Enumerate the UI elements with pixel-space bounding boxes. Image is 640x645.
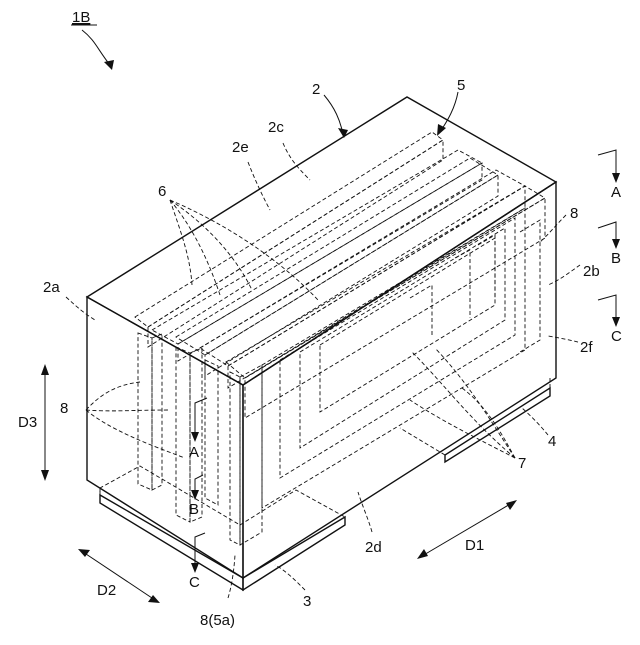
label-electrode-4: 4 bbox=[548, 433, 556, 450]
label-face-2c: 2c bbox=[268, 119, 284, 136]
external-electrode-3 bbox=[100, 466, 345, 590]
element-body-outline bbox=[87, 97, 556, 578]
text-labels: 1B 2 5 2c 2e 6 2a 8 2b 2f 8 D3 4 7 2d D1… bbox=[18, 9, 622, 629]
label-face-2a: 2a bbox=[43, 279, 60, 296]
label-conductors-6: 6 bbox=[158, 183, 166, 200]
section-a-right: A bbox=[611, 184, 621, 201]
label-face-2e: 2e bbox=[232, 139, 249, 156]
label-via-8-5a: 8(5a) bbox=[200, 612, 235, 629]
label-electrode-3: 3 bbox=[303, 593, 311, 610]
section-b-left: B bbox=[189, 501, 199, 518]
label-d3: D3 bbox=[18, 414, 37, 431]
leader-lines bbox=[66, 30, 580, 598]
figure-id-label: 1B bbox=[72, 9, 90, 26]
label-face-2d: 2d bbox=[365, 539, 382, 556]
section-a-left: A bbox=[189, 444, 199, 461]
label-body-2: 2 bbox=[312, 81, 320, 98]
label-face-2f: 2f bbox=[580, 339, 593, 356]
label-coil-5: 5 bbox=[457, 77, 465, 94]
label-face-2b: 2b bbox=[583, 263, 600, 280]
section-c-right: C bbox=[611, 328, 622, 345]
section-c-left: C bbox=[189, 574, 200, 591]
section-b-right: B bbox=[611, 250, 621, 267]
label-via-8-left: 8 bbox=[60, 400, 68, 417]
label-d1: D1 bbox=[465, 537, 484, 554]
label-via-8-right: 8 bbox=[570, 205, 578, 222]
label-conductors-7: 7 bbox=[518, 455, 526, 472]
label-d2: D2 bbox=[97, 582, 116, 599]
coil-conductors-right bbox=[262, 208, 540, 508]
